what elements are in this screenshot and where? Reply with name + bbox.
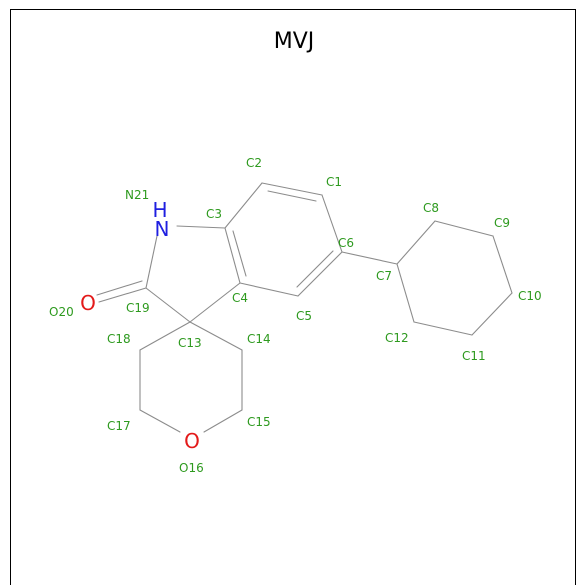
bond-c12-c7 — [396, 263, 415, 323]
n21-symbol: N — [155, 217, 170, 241]
atom-label-c3: C3 — [206, 207, 222, 221]
atom-label-c7: C7 — [376, 269, 392, 283]
atom-label-c17: C17 — [107, 419, 131, 433]
bond-c13-c14 — [189, 321, 243, 351]
bond-c19-c13 — [145, 287, 191, 323]
diagram-border — [10, 9, 576, 585]
bond-c2-c1-inner — [267, 190, 317, 202]
atom-label-c4: C4 — [232, 291, 248, 305]
bond-c3-n21 — [176, 225, 226, 229]
atom-label-c12: C12 — [385, 331, 409, 345]
bond-c6-c5-inner — [296, 250, 334, 288]
bond-o16-c17 — [139, 409, 181, 433]
o16-symbol: O — [184, 429, 200, 453]
bond-n21-c19 — [145, 235, 158, 289]
bond-c13-c4 — [189, 282, 241, 323]
bond-c9-c10 — [492, 235, 513, 294]
bond-c6-c7 — [341, 251, 398, 265]
atom-label-c14: C14 — [247, 332, 271, 346]
atom-label-c2: C2 — [246, 156, 262, 170]
atom-label-c15: C15 — [247, 415, 271, 429]
atom-label-c5: C5 — [296, 309, 312, 323]
atom-symbols: H N O O — [80, 198, 200, 453]
bond-c6-c5 — [297, 251, 343, 297]
bond-c15-o16 — [203, 409, 243, 433]
atom-label-c8: C8 — [423, 201, 439, 215]
atom-label-o16: O16 — [179, 461, 204, 475]
bond-c4-c3 — [224, 227, 241, 284]
bond-c3-c2 — [224, 182, 263, 229]
bond-c7-c8 — [396, 220, 436, 265]
bond-group — [96, 182, 513, 433]
atom-label-c13: C13 — [178, 336, 202, 350]
atom-label-c10: C10 — [518, 289, 542, 303]
bond-c11-c12 — [413, 321, 473, 336]
bond-c8-c9 — [434, 220, 494, 237]
atom-label-n21: N21 — [125, 188, 149, 202]
atom-label-c9: C9 — [494, 216, 510, 230]
bond-c19-o20-a — [98, 287, 147, 303]
bond-c4-c3-inner — [232, 230, 247, 277]
bond-c5-c4 — [239, 282, 299, 297]
atom-label-c1: C1 — [326, 175, 342, 189]
n21-h-symbol: H — [152, 198, 167, 222]
atom-label-c18: C18 — [107, 332, 131, 346]
atom-label-o20: O20 — [49, 305, 74, 319]
atom-labels: C1 C2 C3 C4 C5 C6 C7 C8 C9 C10 C11 C12 C… — [49, 156, 542, 475]
bond-c10-c11 — [471, 292, 513, 336]
o20-symbol: O — [80, 291, 96, 315]
bond-c19-o20-b — [96, 280, 143, 296]
molecule-title: MVJ — [274, 29, 315, 54]
bond-c1-c6 — [321, 194, 343, 253]
atom-label-c6: C6 — [338, 236, 354, 250]
bond-c2-c1 — [261, 182, 323, 196]
bond-c18-c13 — [139, 321, 191, 351]
atom-label-c19: C19 — [126, 301, 150, 315]
atom-label-c11: C11 — [462, 349, 486, 363]
